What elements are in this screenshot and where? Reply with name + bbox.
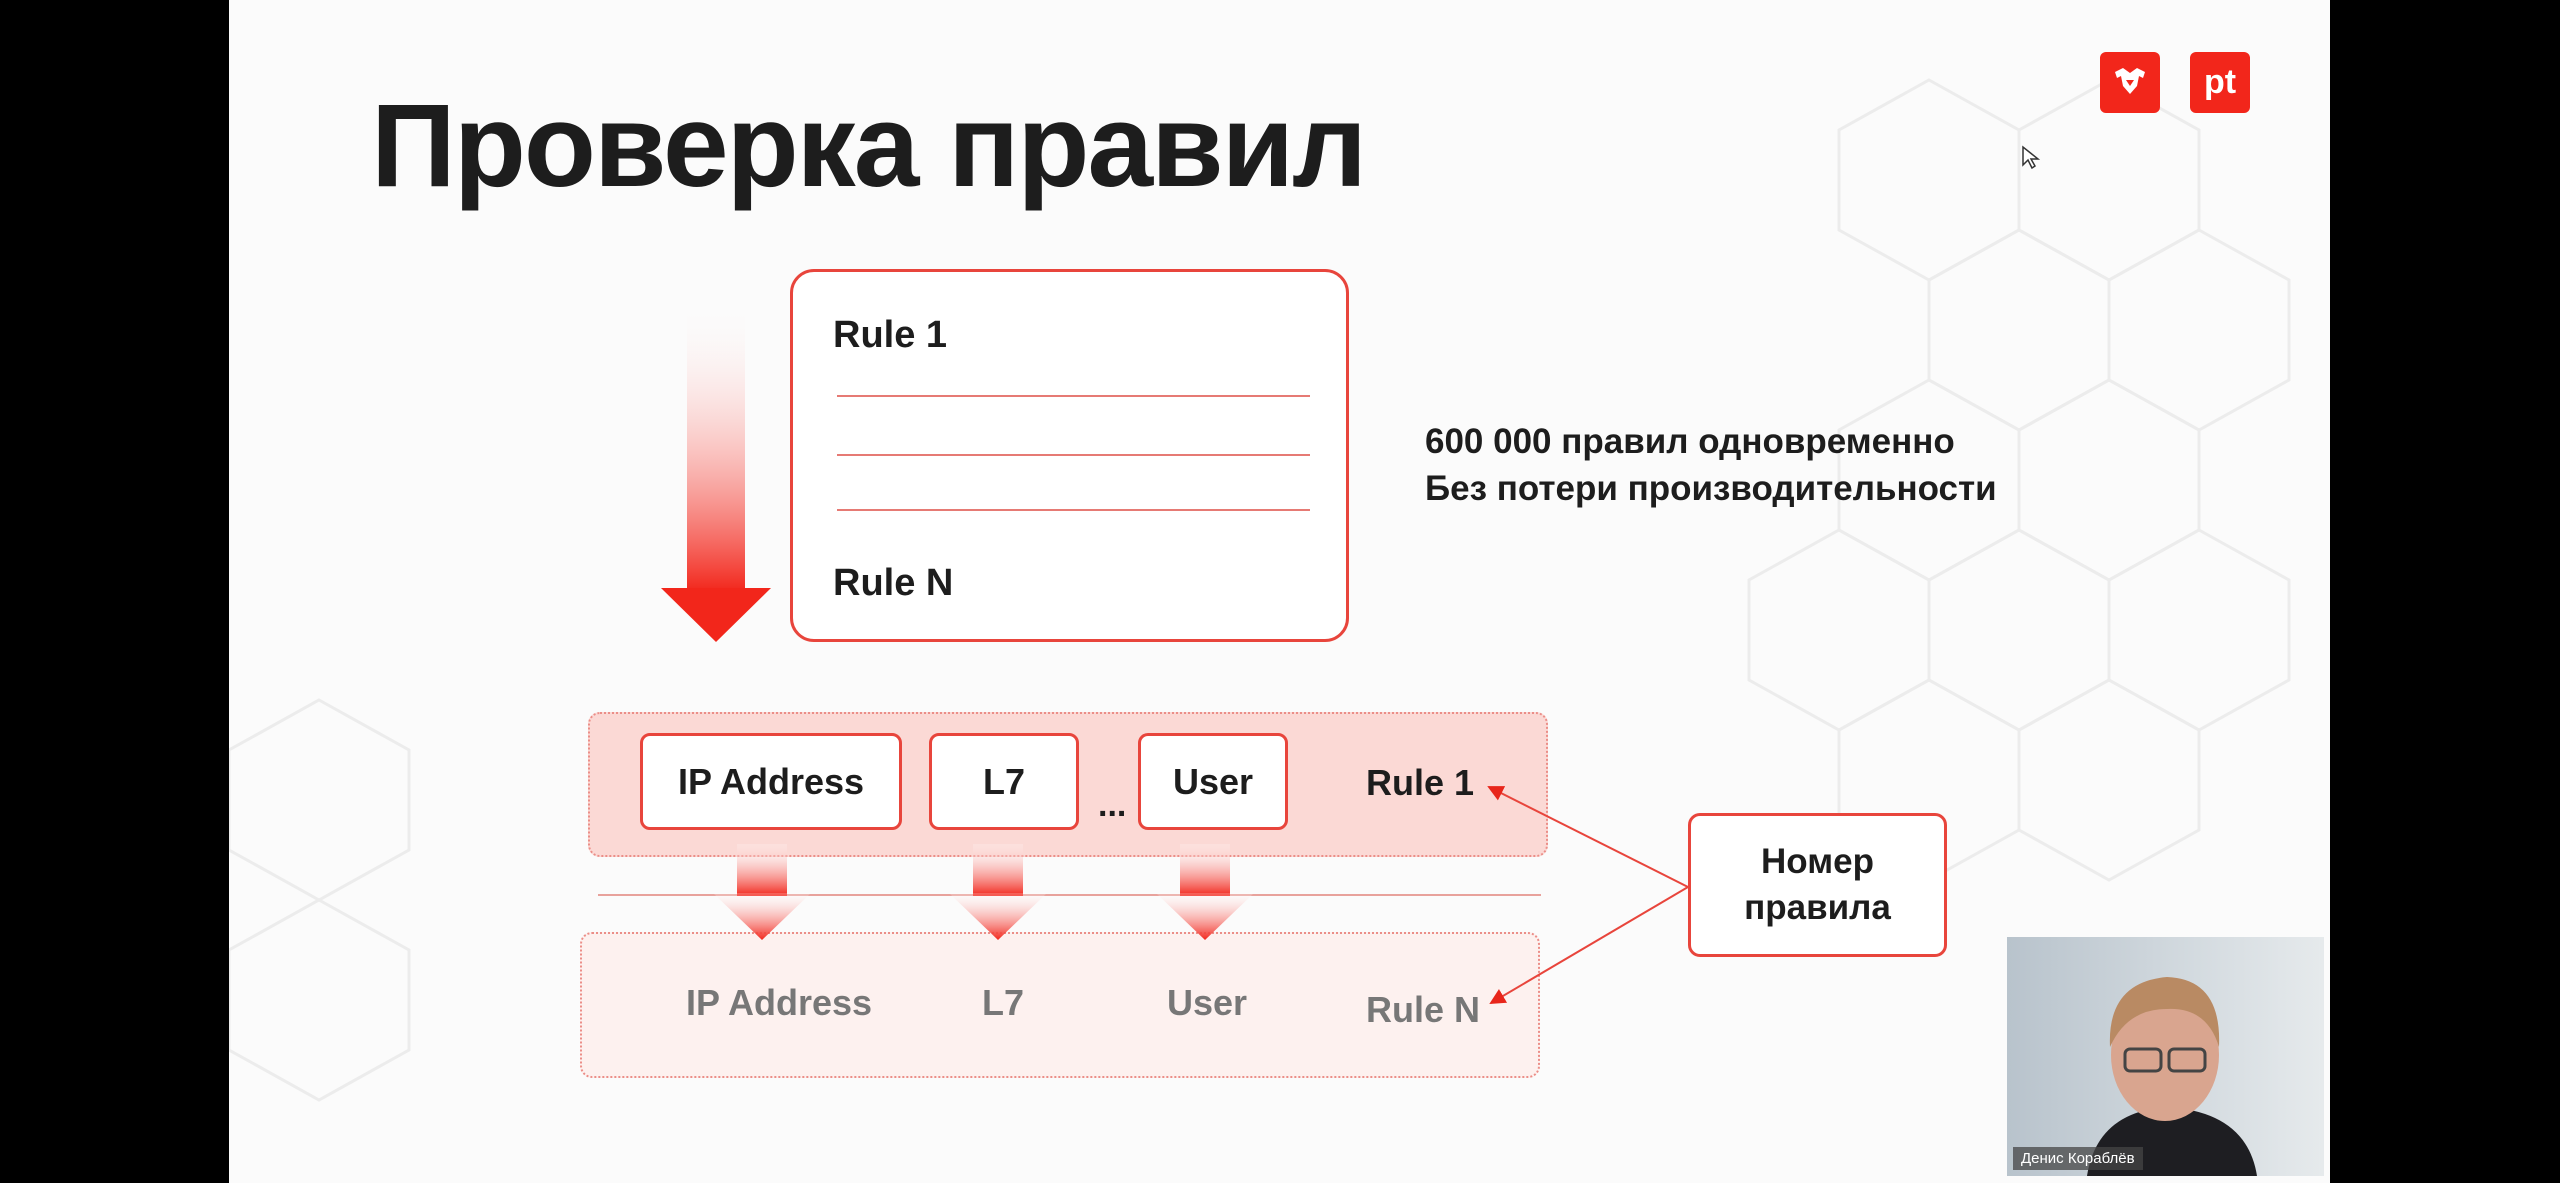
- rule-row-1: IP Address L7 ... User Rule 1: [588, 712, 1548, 857]
- hexagon-background: [229, 78, 2291, 1102]
- small-down-arrow-icon: [1156, 844, 1254, 940]
- speaker-video-image: [2087, 977, 2257, 1176]
- field-l7: L7: [929, 733, 1079, 830]
- description-line: 600 000 правил одновременно: [1425, 422, 1955, 461]
- lion-logo-icon: [2100, 52, 2160, 113]
- webcam-video[interactable]: Денис Кораблёв: [2007, 937, 2324, 1176]
- field-ip-address: IP Address: [685, 982, 873, 1023]
- rule-n-label: Rule N: [1365, 989, 1481, 1030]
- callout-line: правила: [1744, 888, 1891, 927]
- field-user: User: [1138, 733, 1288, 830]
- rule-list-box: Rule 1 Rule N: [790, 269, 1349, 642]
- small-down-arrow-icon: [949, 844, 1047, 940]
- field-ip-address: IP Address: [640, 733, 902, 830]
- rule-first-label: Rule 1: [833, 314, 948, 356]
- field-user: User: [1166, 982, 1248, 1023]
- callout-line: Номер: [1761, 842, 1874, 881]
- separator-line: [598, 894, 1541, 896]
- mouse-cursor-icon: [2022, 145, 2041, 170]
- participant-name: Денис Кораблёв: [2013, 1147, 2143, 1170]
- description: 600 000 правил одновременно Без потери п…: [1425, 418, 1997, 512]
- pt-logo: pt: [2190, 52, 2250, 113]
- big-down-arrow-icon: [661, 302, 771, 642]
- divider: [837, 395, 1310, 397]
- field-l7: L7: [981, 982, 1025, 1023]
- rule-1-label: Rule 1: [1366, 762, 1475, 803]
- small-down-arrow-icon: [713, 844, 811, 940]
- presentation-slide: Проверка правил pt Rule 1 Rule N 600 000…: [229, 0, 2330, 1183]
- divider: [837, 454, 1310, 456]
- rule-row-n: IP Address L7 User Rule N: [580, 932, 1540, 1078]
- ellipsis: ...: [1098, 786, 1127, 824]
- rule-last-label: Rule N: [833, 562, 954, 604]
- rule-number-callout: Номер правила: [1688, 813, 1947, 957]
- connector-arrows: [713, 786, 1689, 1005]
- description-line: Без потери производительности: [1425, 469, 1997, 508]
- divider: [837, 509, 1310, 511]
- slide-title: Проверка правил: [371, 80, 1367, 212]
